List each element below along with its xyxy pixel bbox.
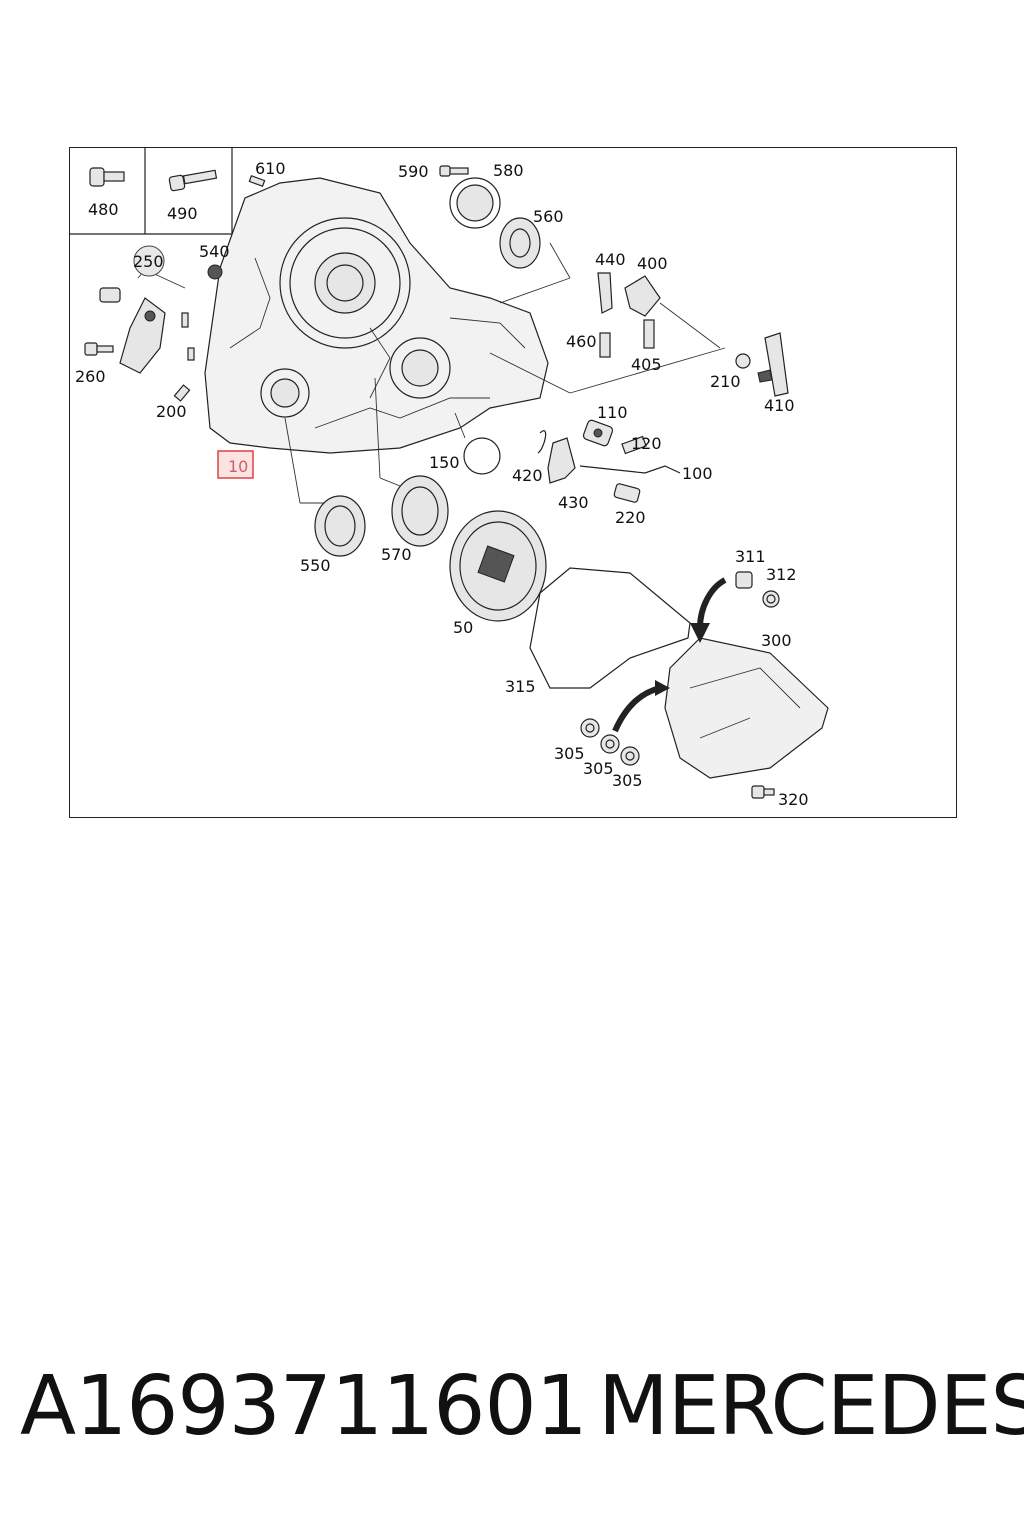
bolt-260-icon [84, 342, 114, 356]
callout-320: 320 [778, 790, 809, 809]
lever-430 [547, 437, 576, 484]
bearing-570 [391, 475, 449, 547]
callout-312: 312 [766, 565, 797, 584]
washers-305 [580, 718, 640, 766]
callout-410: 410 [764, 396, 795, 415]
lever-440 [597, 272, 613, 314]
seal-550 [314, 495, 366, 557]
callout-150: 150 [429, 453, 460, 472]
callout-400: 400 [637, 254, 668, 273]
pin-120 [621, 435, 647, 455]
pin-610 [248, 175, 266, 187]
bearing-560 [499, 217, 541, 269]
pin-220 [613, 483, 641, 503]
arrow-to-cover-lower [612, 680, 670, 733]
callout-50: 50 [453, 618, 473, 637]
callout-10: 10 [228, 457, 248, 476]
callout-labels: 480 490 610 590 580 560 540 250 440 400 … [75, 159, 809, 809]
spring-420 [537, 430, 547, 454]
callout-540: 540 [199, 242, 230, 261]
bracket-410 [757, 332, 789, 397]
parts-diagram: 480 490 610 590 580 560 540 250 440 400 … [69, 147, 957, 818]
callout-220: 220 [615, 508, 646, 527]
callout-311: 311 [735, 547, 766, 566]
callout-305-c: 305 [612, 771, 643, 790]
bolt-320-icon [751, 785, 775, 799]
callout-550: 550 [300, 556, 331, 575]
bolt-590-icon [439, 165, 469, 177]
callout-200: 200 [156, 402, 187, 421]
callout-210: 210 [710, 372, 741, 391]
callout-300: 300 [761, 631, 792, 650]
callout-440: 440 [595, 250, 626, 269]
bolt-490-icon [168, 169, 218, 192]
bolt-405-icon [643, 319, 655, 349]
sensor-400 [624, 275, 721, 349]
arrow-to-cover-upper [690, 577, 727, 643]
callout-570: 570 [381, 545, 412, 564]
brand-name: MERCEDES [598, 1359, 1024, 1454]
plug-311 [735, 571, 753, 589]
bolt-480-icon [89, 167, 125, 187]
callout-100: 100 [682, 464, 713, 483]
disc-150 [463, 437, 501, 475]
shift-fork-250 [99, 287, 195, 402]
fastener-inset [70, 148, 233, 235]
callout-305-a: 305 [554, 744, 585, 763]
callout-610: 610 [255, 159, 286, 178]
cover-300 [664, 637, 829, 779]
seal-210 [735, 353, 751, 369]
callout-580: 580 [493, 161, 524, 180]
callout-10-highlight [217, 450, 254, 479]
part-number: A1693711601 [20, 1359, 588, 1454]
exploded-view-drawing: 480 490 610 590 580 560 540 250 440 400 … [70, 148, 829, 809]
callout-315: 315 [505, 677, 536, 696]
callout-490: 490 [167, 204, 198, 223]
callout-110: 110 [597, 403, 628, 422]
callout-590: 590 [398, 162, 429, 181]
callout-250: 250 [133, 252, 164, 271]
callout-430: 430 [558, 493, 589, 512]
callout-560: 560 [533, 207, 564, 226]
callout-405: 405 [631, 355, 662, 374]
washer-312 [762, 590, 780, 608]
rod-100 [579, 465, 681, 474]
callout-250-bubble [133, 245, 165, 277]
ring-gear-50 [449, 510, 547, 622]
block-110 [582, 419, 614, 447]
callout-120: 120 [631, 434, 662, 453]
callout-480: 480 [88, 200, 119, 219]
seal-580 [449, 177, 501, 229]
callout-260: 260 [75, 367, 106, 386]
bolt-460-icon [599, 332, 611, 358]
callout-305-b: 305 [583, 759, 614, 778]
callout-460: 460 [566, 332, 597, 351]
callout-420: 420 [512, 466, 543, 485]
gasket-315 [529, 567, 691, 689]
transmission-housing [204, 177, 549, 454]
plug-540 [207, 264, 223, 280]
